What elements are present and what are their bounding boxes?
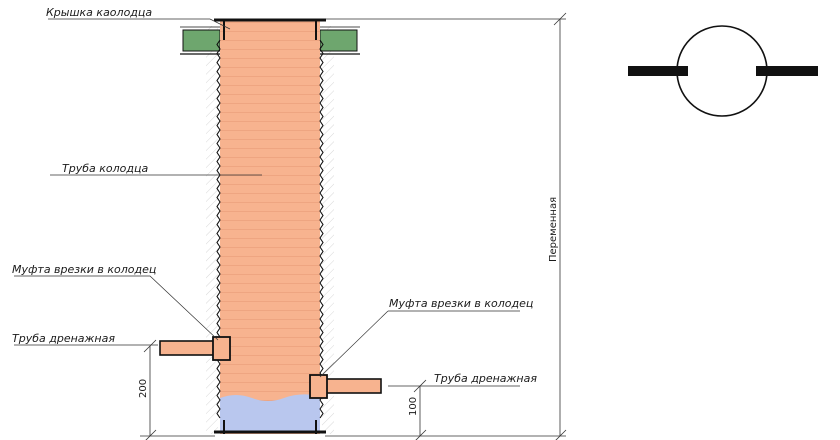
ground-surface-right bbox=[319, 29, 358, 52]
coupling-left bbox=[212, 336, 231, 361]
dimension-200 bbox=[140, 339, 215, 440]
label-height: Переменная bbox=[548, 197, 559, 262]
plan-view bbox=[628, 25, 818, 117]
ground-surface-left bbox=[182, 29, 221, 52]
leader-lines bbox=[14, 18, 520, 387]
dimension-100 bbox=[325, 379, 427, 440]
label-drain-left: Труба дренажная bbox=[12, 332, 115, 345]
label-drain-right: Труба дренажная bbox=[434, 372, 537, 385]
well-pipe bbox=[214, 18, 326, 434]
label-coupling-right: Муфта врезки в колодец bbox=[389, 297, 533, 310]
water-level bbox=[220, 394, 320, 432]
label-coupling-left: Муфта врезки в колодец bbox=[12, 263, 156, 276]
label-well-pipe: Труба колодца bbox=[62, 162, 148, 175]
dim-200-text: 200 bbox=[138, 379, 149, 398]
pipe-wall-right bbox=[319, 39, 324, 419]
plan-pipe-left bbox=[628, 66, 688, 76]
plan-well-circle bbox=[676, 25, 768, 117]
dim-100-text: 100 bbox=[408, 397, 419, 416]
dimension-overall bbox=[326, 12, 567, 440]
drain-pipe-right bbox=[309, 374, 382, 399]
label-cover: Крышка каолодца bbox=[46, 6, 152, 19]
plan-pipe-right bbox=[756, 66, 818, 76]
coupling-right bbox=[309, 374, 328, 399]
drain-pipe-left bbox=[159, 336, 231, 361]
